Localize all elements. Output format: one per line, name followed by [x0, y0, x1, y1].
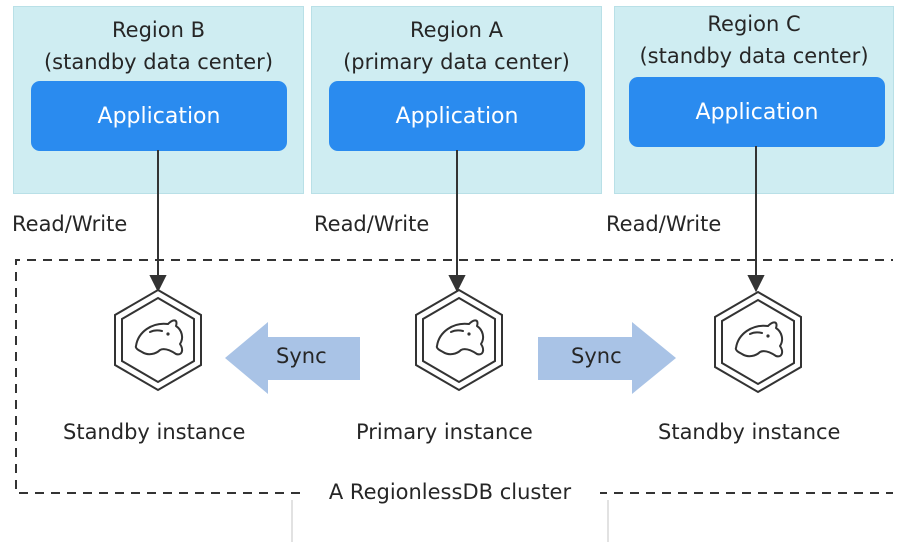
read-write-label-a: Read/Write: [314, 212, 430, 236]
region-c-application: Application: [629, 77, 885, 147]
sync-arrow-left: [225, 322, 360, 394]
cluster-label: A RegionlessDB cluster: [300, 480, 600, 504]
sync-label-left: Sync: [276, 344, 327, 368]
primary-db-icon: [415, 289, 503, 391]
standby-db-icon-right: [714, 291, 802, 393]
sync-label-right: Sync: [571, 344, 622, 368]
region-b-box: Region B (standby data center) Applicati…: [13, 6, 304, 194]
region-c-subtitle: (standby data center): [639, 44, 869, 68]
region-c-title: Region C: [707, 12, 801, 36]
standby-db-icon-left: [114, 289, 202, 391]
sync-arrow-right: [538, 322, 676, 394]
standby-instance-label-left: Standby instance: [63, 420, 246, 444]
region-b-application: Application: [31, 81, 287, 151]
read-write-label-c: Read/Write: [606, 212, 722, 236]
region-a-application: Application: [329, 81, 585, 151]
read-write-connectors: [149, 146, 765, 293]
region-a-subtitle: (primary data center): [343, 50, 570, 74]
region-b-title: Region B: [112, 18, 205, 42]
cluster-border: [15, 259, 893, 494]
region-a-title: Region A: [410, 18, 503, 42]
primary-instance-label: Primary instance: [356, 420, 533, 444]
region-c-box: Region C (standby data center) Applicati…: [614, 6, 894, 194]
read-write-label-b: Read/Write: [12, 212, 128, 236]
standby-instance-label-right: Standby instance: [658, 420, 841, 444]
region-b-subtitle: (standby data center): [43, 50, 274, 74]
